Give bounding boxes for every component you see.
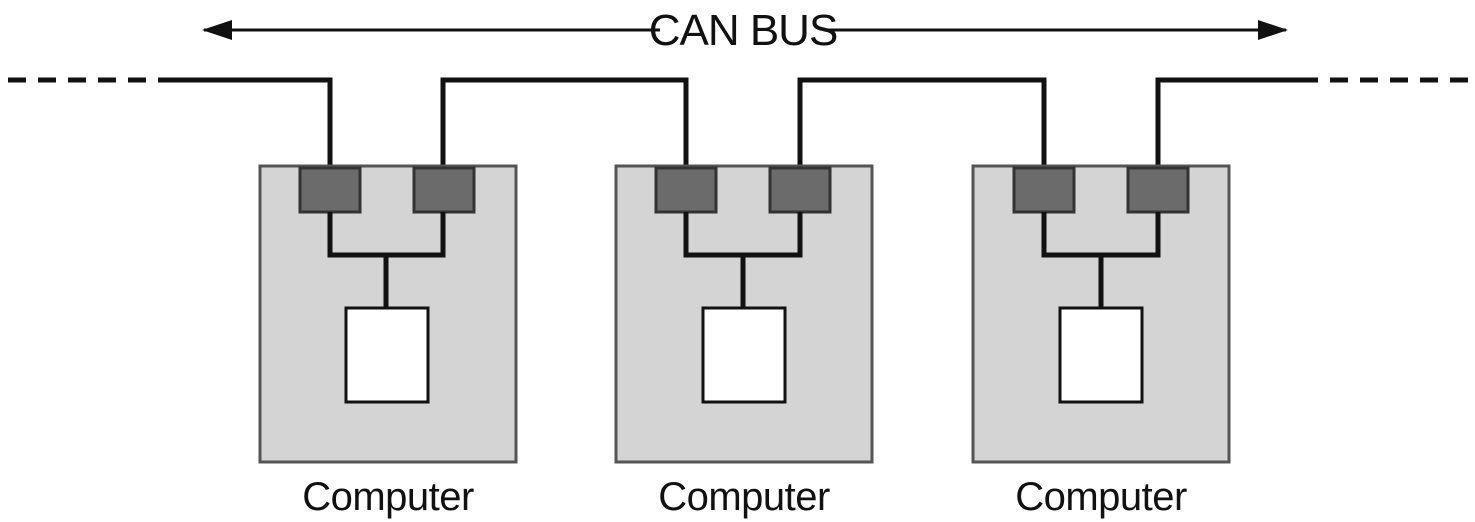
- processor-box: [701, 306, 787, 404]
- internal-wiring: [327, 212, 446, 308]
- connector-port: [768, 166, 832, 214]
- connector-port: [298, 166, 362, 214]
- connector-port: [1012, 166, 1076, 214]
- computer-label: Computer: [1015, 475, 1187, 519]
- can-bus-wire: [176, 77, 1300, 168]
- processor-box: [1058, 306, 1144, 404]
- computer-node: Computer: [614, 164, 874, 519]
- processor-box: [344, 306, 430, 404]
- can-bus-wire: [176, 77, 333, 168]
- can-bus-arrow: CAN BUS: [202, 6, 1288, 55]
- computer-label: Computer: [658, 475, 830, 519]
- connector-port: [654, 166, 718, 214]
- computer-label: Computer: [302, 475, 474, 519]
- internal-wiring: [1041, 212, 1161, 308]
- computer-node: Computer: [971, 164, 1231, 519]
- connector-port: [412, 166, 476, 214]
- connector-port: [1126, 166, 1190, 214]
- internal-wiring: [683, 212, 803, 308]
- can-bus-label: CAN BUS: [649, 6, 838, 55]
- computer-node: Computer: [258, 164, 518, 519]
